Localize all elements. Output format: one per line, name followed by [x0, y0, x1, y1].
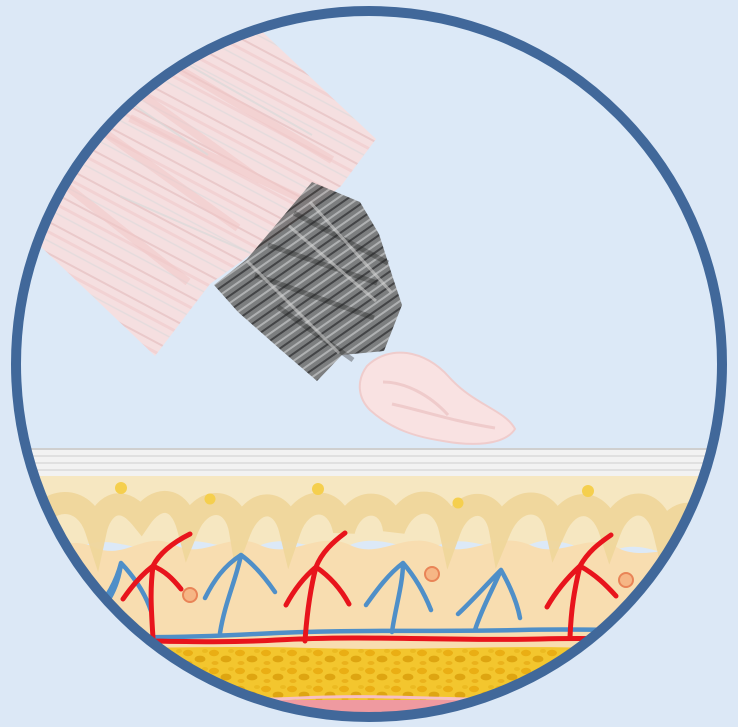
- skin-cream-illustration: [0, 0, 738, 727]
- illustration-canvas: [0, 0, 738, 727]
